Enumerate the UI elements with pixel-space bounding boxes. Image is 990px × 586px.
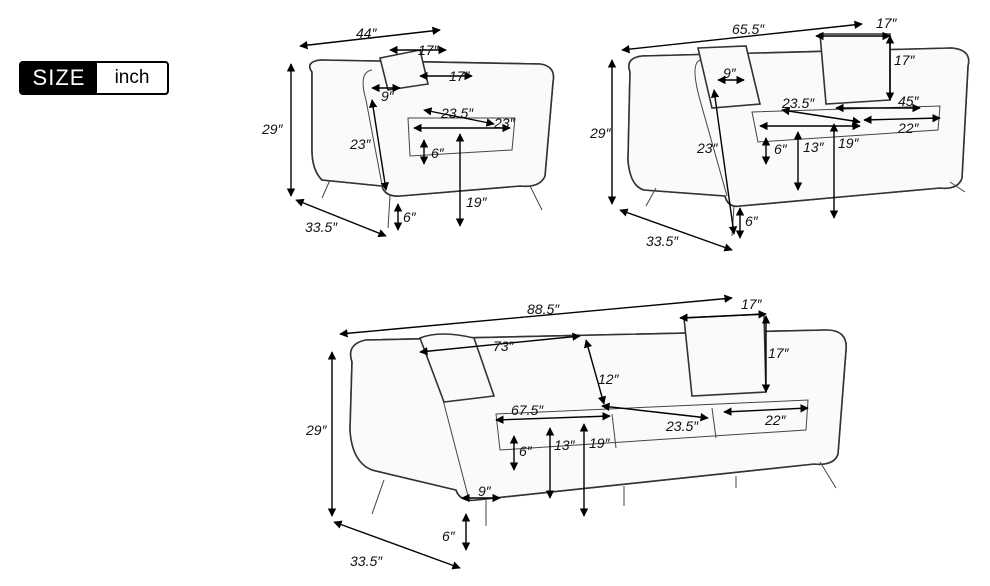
loveseat-leg-height-label: 6″ [745,213,759,229]
sofa-back-width-label: 73″ [493,338,515,354]
loveseat-back-height-label: 23″ [696,140,719,156]
loveseat-seat-depth-label: 23.5″ [781,95,815,111]
chair-seat-width-label: 23″ [493,115,516,131]
chair-seat-depth-label: 23.5″ [440,105,474,121]
sofa-dimensions: 88.5″ 17″ 73″ 17″ 12″ 29″ 67.5″ 23.5″ 22… [305,294,809,570]
loveseat-height-label: 29″ [589,125,612,141]
chair-arm-width-label: 9″ [381,88,395,104]
armchair-dimensions: 44″ 29″ 33.5″ 17″ 17″ 9″ 23.5″ 23″ 23″ 6… [261,25,516,238]
sofa-pillow-height-label: 17″ [768,345,790,361]
loveseat-pillow-height-label: 17″ [894,52,916,68]
sofa-inner-width-label: 67.5″ [511,402,544,418]
size-label: SIZE [21,63,97,93]
loveseat-width-label: 65.5″ [732,21,765,37]
chair-cushion-label: 6″ [431,145,445,161]
sofa-arm-height-label: 13″ [554,437,576,453]
loveseat-arm-height-label: 13″ [803,139,825,155]
sofa-pillow-width-label: 17″ [741,296,763,312]
chair-width-label: 44″ [356,25,378,41]
sofa-width-label: 88.5″ [527,301,560,317]
unit-label: inch [114,67,150,88]
loveseat-inner-width-label: 45″ [898,93,920,109]
chair-pillow-width-label: 17″ [418,42,440,58]
loveseat-depth-label: 33.5″ [646,233,679,249]
sofa-arm-width-label: 9″ [478,483,492,499]
loveseat-dimensions: 65.5″ 17″ 17″ 9″ 29″ 23.5″ 45″ 22″ 23″ 6… [589,15,941,252]
chair-depth-label: 33.5″ [305,219,338,235]
chair-seat-height-label: 19″ [466,194,488,210]
chair-back-height-label: 23″ [349,136,372,152]
sofa-height-label: 29″ [305,422,328,438]
size-badge: SIZE inch [19,61,169,95]
sofa-cushion-label: 6″ [519,443,533,459]
sofa-seat-depth-label: 23.5″ [665,418,699,434]
loveseat-cushion-width-label: 22″ [897,120,920,136]
sofa-depth-label: 33.5″ [350,553,383,569]
sofa-leg-height-label: 6″ [442,528,456,544]
chair-height-label: 29″ [261,121,284,137]
sofa-back-height-label: 12″ [598,371,620,387]
chair-leg-height-label: 6″ [403,209,417,225]
loveseat-arm-width-label: 9″ [723,65,737,81]
chair-pillow-height-label: 17″ [449,68,471,84]
sofa-seat-height-label: 19″ [589,435,611,451]
loveseat-seat-height-label: 19″ [838,135,860,151]
loveseat-pillow-width-label: 17″ [876,15,898,31]
loveseat-cushion-label: 6″ [774,141,788,157]
sofa-cushion-width-label: 22″ [764,412,787,428]
